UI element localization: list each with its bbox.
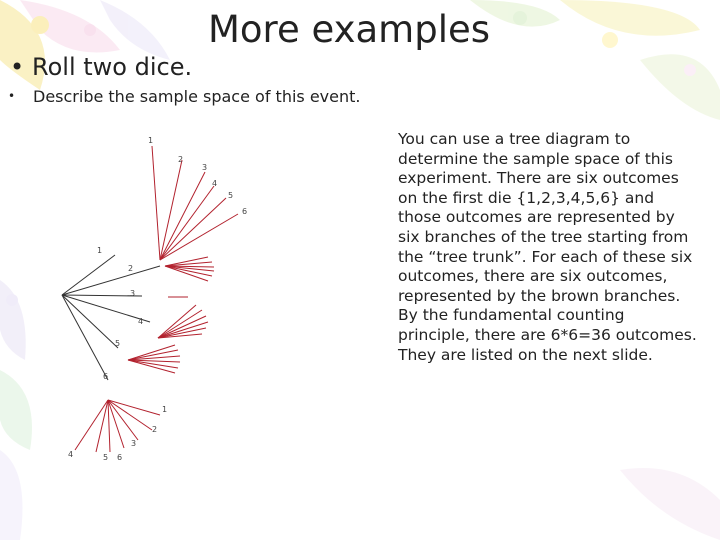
second-die-branch-5-6 (127, 359, 176, 374)
first-die-label-4: 4 (138, 317, 143, 326)
second-die-branch-1-1 (151, 145, 161, 261)
first-die-label-2: 2 (128, 264, 133, 273)
second-die-branch-5-4 (127, 359, 181, 363)
first-die-branch-5 (61, 294, 119, 349)
second-die-branch-5-1 (127, 344, 176, 361)
second-die-branch-6-6 (107, 399, 153, 431)
second-die-branch-4-1 (157, 304, 197, 339)
second-die-branch-4-6 (157, 333, 203, 339)
bottom-fan-label-6: 6 (117, 453, 122, 462)
second-die-branch-2-3 (164, 265, 215, 268)
second-die-branch-1-4 (159, 185, 215, 261)
second-die-branch-5-2 (127, 349, 179, 361)
second-die-branch-1-6 (159, 213, 239, 261)
second-die-branch-4-2 (157, 309, 203, 339)
bottom-fan-label-3: 3 (131, 439, 136, 448)
first-die-label-3: 3 (130, 289, 135, 298)
first-die-branch-3 (61, 294, 143, 297)
second-die-branch-2-1 (164, 256, 209, 267)
second-die-branch-4-3 (157, 315, 207, 339)
bullet-marker: • (8, 89, 16, 103)
top-fan-label-6: 6 (242, 207, 247, 216)
second-die-branch-1-2 (159, 159, 183, 261)
second-die-branch-2-4 (164, 265, 215, 272)
second-die-branch-6-2 (95, 399, 109, 453)
second-die-branch-5-5 (127, 359, 179, 369)
explanation-text: You can use a tree diagram to determine … (398, 130, 697, 364)
second-die-branch-6-1 (74, 399, 109, 451)
bullet-text: Describe the sample space of this event. (33, 87, 361, 106)
first-die-branch-1 (61, 254, 116, 296)
second-die-branch-2-2 (164, 261, 213, 267)
bullet-marker: • (10, 53, 25, 81)
top-fan-label-2: 2 (178, 155, 183, 164)
first-die-branch-6 (61, 294, 109, 381)
top-fan-label-4: 4 (212, 179, 217, 188)
bottom-fan-label-4: 4 (68, 450, 73, 459)
first-die-label-6: 6 (103, 372, 108, 381)
second-die-branch-6-3 (107, 399, 111, 453)
bottom-fan-label-5: 5 (103, 453, 108, 462)
second-die-branch-4-4 (157, 321, 209, 339)
first-die-branch-4 (61, 294, 151, 323)
first-die-label-1: 1 (97, 246, 102, 255)
bullet-roll-two-dice: •Roll two dice. (10, 53, 192, 81)
bottom-fan-label-2: 2 (152, 425, 157, 434)
second-die-branch-5-3 (127, 355, 181, 361)
second-die-branch-6-4 (107, 399, 125, 449)
second-die-branch-4-5 (157, 327, 207, 339)
second-die-branch-6-7 (107, 399, 161, 416)
top-fan-label-3: 3 (202, 163, 207, 172)
slide-title: More examples (208, 8, 491, 51)
top-fan-label-5: 5 (228, 191, 233, 200)
top-fan-label-1: 1 (148, 136, 153, 145)
second-die-branch-1-3 (159, 171, 206, 261)
second-die-branch-2-6 (164, 265, 209, 282)
first-die-label-5: 5 (115, 339, 120, 348)
second-die-branch-1-5 (159, 197, 227, 261)
first-die-branch-2 (61, 265, 161, 296)
bottom-fan-label-1: 1 (162, 405, 167, 414)
second-die-branch-2-5 (164, 265, 213, 277)
bullet-text: Roll two dice. (32, 53, 193, 81)
second-die-branch-6-5 (107, 399, 139, 441)
